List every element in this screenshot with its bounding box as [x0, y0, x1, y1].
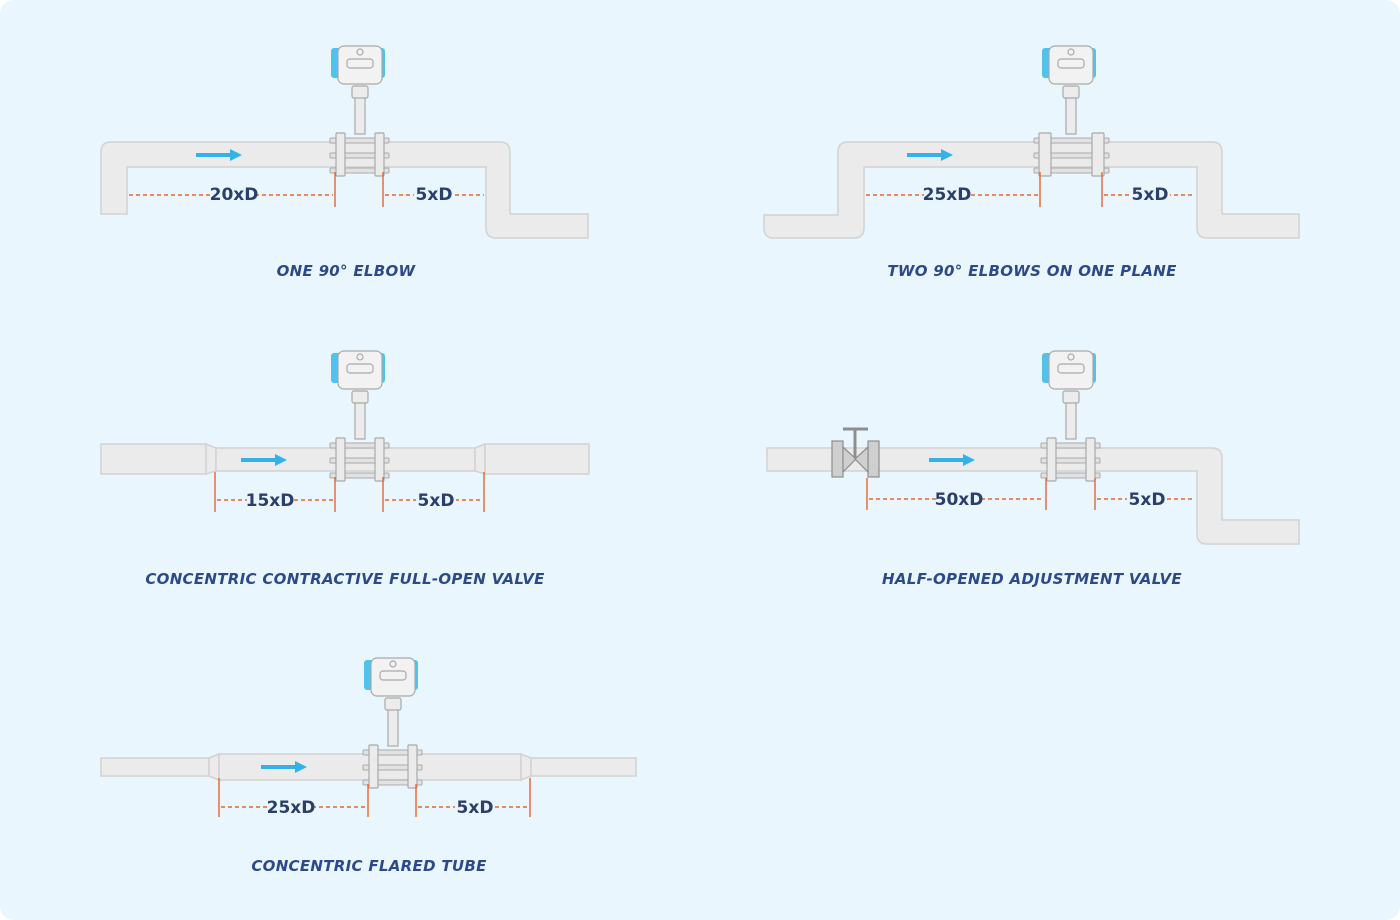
panel-concentric-flared-tube: 25xD 5xD CONCENTRIC FLARED TUBE [100, 657, 637, 875]
upstream-distance-label: 25xD [267, 798, 316, 818]
pipe [763, 141, 1300, 239]
pipe-inlet-small [100, 757, 210, 777]
upstream-distance-label: 20xD [210, 185, 259, 205]
downstream-dimension: 5xD [382, 172, 484, 207]
downstream-distance-label: 5xD [1129, 490, 1166, 510]
upstream-dimension: 25xD [866, 172, 1041, 207]
reducer [205, 442, 217, 476]
upstream-dimension: 50xD [866, 478, 1047, 511]
panel-half-opened-valve: 50xD 5xD HALF-OPENED ADJUSTMENT VALVE [766, 350, 1300, 588]
vortex-flowmeter-icon [1033, 45, 1110, 177]
downstream-dimension: 5xD [1101, 172, 1195, 207]
panel-two-elbows: 25xD 5xD TWO 90° ELBOWS ON ONE PLANE [763, 45, 1300, 280]
vortex-flowmeter-icon [329, 350, 390, 482]
upstream-dimension: 20xD [129, 172, 336, 207]
pipe-inlet-large [100, 443, 207, 475]
downstream-distance-label: 5xD [416, 185, 453, 205]
upstream-distance-label: 50xD [935, 490, 984, 510]
caption: HALF-OPENED ADJUSTMENT VALVE [882, 570, 1182, 588]
flare-reducer [520, 752, 532, 782]
downstream-dimension: 5xD [382, 472, 485, 512]
downstream-dimension: 5xD [1094, 478, 1195, 511]
upstream-distance-label: 25xD [923, 185, 972, 205]
upstream-dimension: 15xD [214, 472, 336, 512]
pipe-outlet-large [484, 443, 590, 475]
expander [474, 442, 486, 476]
caption: CONCENTRIC CONTRACTIVE FULL-OPEN VALVE [145, 570, 545, 588]
downstream-distance-label: 5xD [457, 798, 494, 818]
vortex-flowmeter-icon [329, 45, 390, 177]
caption: CONCENTRIC FLARED TUBE [251, 857, 487, 875]
panel-concentric-contractive-valve: 15xD 5xD CONCENTRIC CONTRACTIVE FULL-OPE… [100, 350, 590, 588]
pipe [766, 447, 1300, 545]
downstream-dimension: 5xD [415, 778, 531, 819]
pipe-outlet-small [530, 757, 637, 777]
vortex-flowmeter-icon [1040, 350, 1101, 482]
downstream-distance-label: 5xD [418, 491, 455, 511]
vortex-flowmeter-icon [362, 657, 423, 789]
upstream-dimension: 25xD [218, 778, 369, 819]
upstream-distance-label: 15xD [246, 491, 295, 511]
flow-direction-arrow-icon [929, 454, 975, 466]
caption: ONE 90° ELBOW [277, 262, 417, 280]
panel-one-elbow: 20xD 5xD ONE 90° ELBOW [100, 45, 589, 280]
gate-valve-icon [831, 427, 880, 478]
flow-direction-arrow-icon [907, 149, 953, 161]
flare-expander [208, 752, 220, 782]
pipe [100, 141, 589, 239]
flow-direction-arrow-icon [261, 761, 307, 773]
flow-direction-arrow-icon [241, 454, 287, 466]
caption: TWO 90° ELBOWS ON ONE PLANE [887, 262, 1177, 280]
downstream-distance-label: 5xD [1132, 185, 1169, 205]
flow-direction-arrow-icon [196, 149, 242, 161]
